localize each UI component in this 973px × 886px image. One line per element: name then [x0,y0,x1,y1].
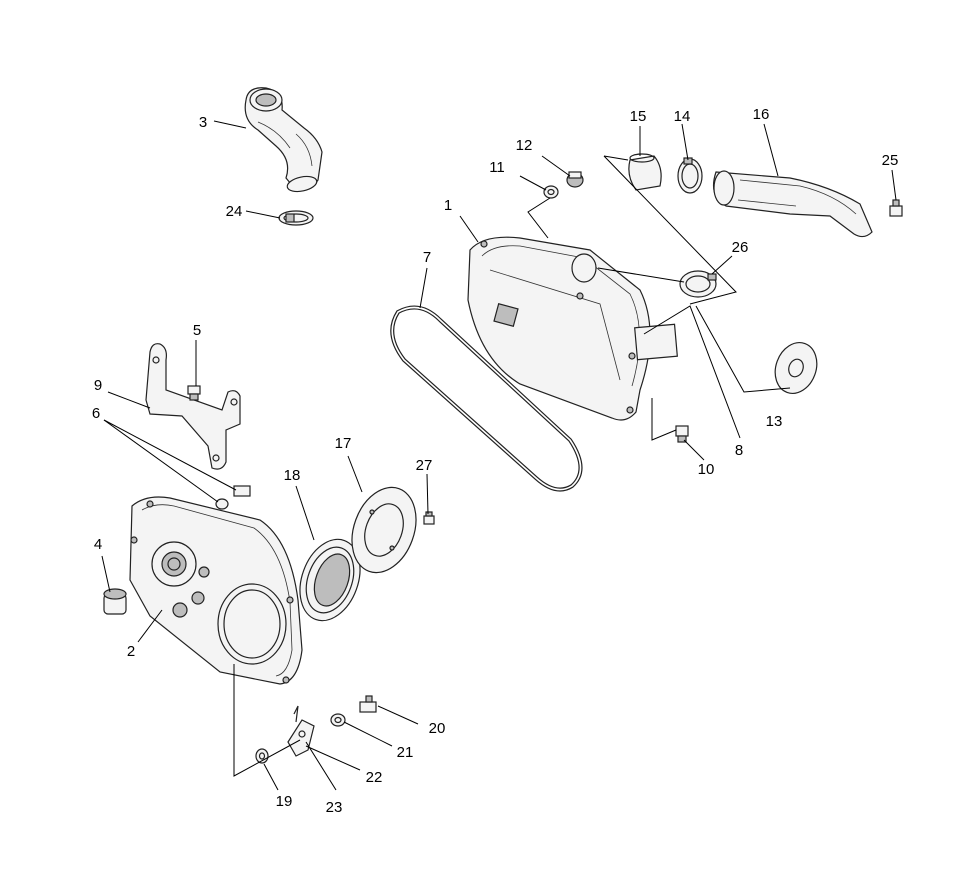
callout-labels: 3 24 5 9 6 4 2 18 17 27 7 1 11 12 15 14 … [92,106,899,816]
callout-5: 5 [193,322,201,339]
part-20-bolt [359,695,377,713]
part-11-washer [543,185,559,199]
callout-14: 14 [674,108,691,125]
callout-20: 20 [429,720,446,737]
callout-9: 9 [94,377,102,394]
callout-27: 27 [416,457,433,474]
callout-2: 2 [127,643,135,660]
part-3-intake-duct [244,87,323,193]
part-5-bolt [187,385,201,401]
part-9-bracket [145,343,241,470]
callout-4: 4 [94,536,102,553]
part-16-outlet-duct [713,170,873,238]
part-23-bracket [287,719,315,757]
part-7-drive-belt [390,305,583,492]
part-26-clamp [679,270,717,298]
part-18-seal [299,538,361,622]
part-27-bolt [423,511,435,525]
callout-6: 6 [92,405,100,422]
part-10-bolt [675,425,689,443]
part-22-pin [293,705,299,723]
callout-7: 7 [423,249,431,266]
part-2-inner-cover [129,496,303,685]
callout-21: 21 [397,744,414,761]
part-13-disc [774,342,818,394]
part-1-outer-cover [467,236,678,421]
callout-15: 15 [630,108,647,125]
callout-8: 8 [735,442,743,459]
part-14-clamp [677,157,703,194]
callout-17: 17 [335,435,352,452]
part-25-bolt [889,199,903,217]
part-6-fasteners [215,485,251,510]
callout-26: 26 [732,239,749,256]
callout-16: 16 [753,106,770,123]
part-12-plug [566,171,584,188]
part-4-spacer [103,588,127,615]
callout-11: 11 [489,159,505,176]
callout-23: 23 [326,799,343,816]
part-17-gasket [351,486,417,574]
part-24-hose-clamp [278,210,314,226]
callout-3: 3 [199,114,207,131]
part-15-collar [628,153,662,191]
leader-lines [101,120,897,791]
callout-25: 25 [882,152,899,169]
callout-1: 1 [444,197,452,214]
callout-19: 19 [276,793,293,810]
callout-12: 12 [516,137,533,154]
callout-24: 24 [226,203,243,220]
callout-13: 13 [766,413,783,430]
part-21-washer [330,713,346,727]
callout-10: 10 [698,461,715,478]
callout-22: 22 [366,769,383,786]
callout-18: 18 [284,467,301,484]
